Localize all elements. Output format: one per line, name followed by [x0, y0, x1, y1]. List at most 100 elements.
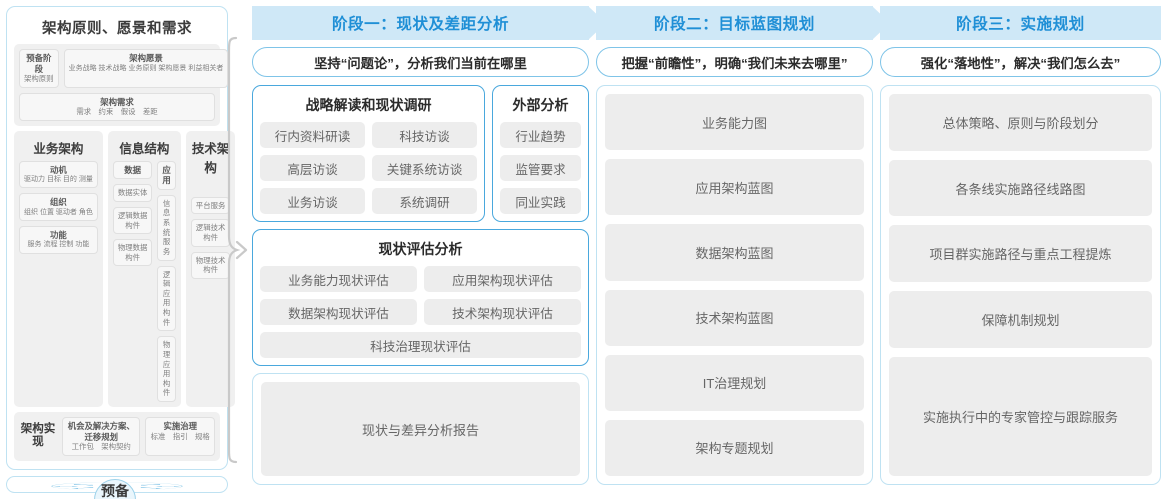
framework-group-vision: 预备阶段 架构原则 架构愿景 业务战略 技术战略 业务原则 架构愿景 利益相关者… — [14, 44, 229, 126]
brace-icon — [227, 36, 248, 464]
domain-column-technology: 技术架构 平台服务 逻辑技术构件 物理技术构件 — [185, 130, 236, 407]
chip-data-arch-blueprint[interactable]: 数据架构蓝图 — [605, 224, 864, 281]
information-subcolumn-data: 数据 数据实体 逻辑数据构件 物理数据构件 — [112, 160, 153, 402]
technology-item-logical-label: 逻辑技术构件 — [195, 223, 226, 242]
chip-gap-analysis-report[interactable]: 现状与差异分析报告 — [261, 382, 580, 476]
technology-item-platform-label: 平台服务 — [195, 200, 226, 210]
left-column: 架构原则、愿景和需求 预备阶段 架构原则 架构愿景 业务战略 技术战略 业务原则… — [6, 6, 236, 499]
business-block-motivation: 动机 驱动力 目标 目的 测量 — [19, 160, 98, 189]
chevron-right-icon — [872, 6, 890, 40]
data-heading-cell: 数据 — [112, 160, 153, 180]
cell-vision-heading: 架构愿景 — [129, 53, 163, 63]
phase-3-banner: 阶段三：实施规划 — [880, 6, 1161, 40]
chip-industry-trends[interactable]: 行业趋势 — [500, 122, 581, 148]
cell-prep-stage-heading: 预备阶段 — [26, 53, 52, 74]
technology-item-platform: 平台服务 — [190, 196, 231, 215]
business-block-function: 功能 服务 流程 控制 功能 — [19, 225, 98, 254]
implementation-opportunity-items: 工作包 架构契约 — [71, 442, 131, 451]
chip-business-capability-assessment[interactable]: 业务能力现状评估 — [260, 266, 417, 292]
cell-prep-stage: 预备阶段 架构原则 — [19, 49, 59, 88]
phase-3-subtitle-label: 强化“落地性”，解决“我们怎么去” — [920, 55, 1121, 71]
data-item-logical-label: 逻辑数据构件 — [117, 210, 148, 230]
framework-title: 架构原则、愿景和需求 — [42, 21, 192, 37]
chip-line-roadmaps[interactable]: 各条线实施路径线路图 — [889, 159, 1152, 217]
phase-3-items-panel: 总体策略、原则与阶段划分 各条线实施路径线路图 项目群实施路径与重点工程提炼 保… — [880, 85, 1161, 485]
chip-it-governance-plan[interactable]: IT治理规划 — [605, 354, 864, 411]
cycle-node-prep[interactable]: 预备阶段 — [94, 478, 136, 499]
chip-overall-strategy[interactable]: 总体策略、原则与阶段划分 — [889, 94, 1152, 151]
implementation-block-governance: 实施治理 标准 指引 规格 — [145, 417, 215, 456]
chip-peer-practices[interactable]: 同业实践 — [500, 188, 581, 214]
chip-assurance-mechanism-plan[interactable]: 保障机制规划 — [889, 291, 1152, 348]
domain-column-information: 信息结构 数据 数据实体 逻辑数据构件 — [107, 130, 181, 407]
phase-2-banner: 阶段二：目标蓝图规划 — [596, 6, 890, 40]
technology-item-physical-label: 物理技术构件 — [195, 255, 226, 275]
chip-row: 业务访谈 系统调研 — [260, 188, 477, 214]
application-item-physical-label: 物理应用构件 — [162, 340, 171, 398]
chip-program-roadmap[interactable]: 项目群实施路径与重点工程提炼 — [889, 225, 1152, 283]
adm-cycle-diagram: 需求管理 预备阶段 A 架构愿景 B 业务架构 C 信息系统架构 — [7, 477, 227, 499]
phase-1-top-cards: 战略解读和现状调研 行内资料研读 科技访谈 高层访谈 关键系统访谈 — [252, 85, 589, 222]
framework-group-implementation: 架构实现 机会及解决方案、迁移规划 工作包 架构契约 实施治理 标准 指引 规格 — [14, 412, 220, 461]
chip-application-arch-blueprint[interactable]: 应用架构蓝图 — [605, 159, 864, 216]
information-subcolumn-application: 应用 信息系统服务 逻辑应用构件 物理应用构件 — [157, 160, 176, 402]
implementation-governance-heading: 实施治理 — [163, 421, 197, 431]
data-item-logical: 逻辑数据构件 — [112, 206, 153, 235]
business-block-motivation-heading: 动机 — [50, 164, 67, 175]
application-heading-cell: 应用 — [157, 160, 176, 190]
chip-row: 数据架构现状评估 技术架构现状评估 — [260, 299, 581, 325]
card-strategy-research-title: 战略解读和现状调研 — [305, 97, 432, 113]
chip-data-arch-assessment[interactable]: 数据架构现状评估 — [260, 299, 417, 325]
phase-3-subtitle: 强化“落地性”，解决“我们怎么去” — [880, 47, 1161, 77]
business-block-organization: 组织 组织 位置 驱动者 角色 — [19, 193, 98, 221]
chip-it-governance-assessment[interactable]: 科技治理现状评估 — [260, 332, 581, 358]
chip-row: 行内资料研读 科技访谈 — [260, 122, 477, 148]
chip-technology-arch-assessment[interactable]: 技术架构现状评估 — [424, 299, 581, 325]
togaf-framework-panel: 架构原则、愿景和需求 预备阶段 架构原则 架构愿景 业务战略 技术战略 业务原则… — [6, 6, 236, 470]
data-item-entity: 数据实体 — [112, 184, 153, 202]
chip-key-system-interview[interactable]: 关键系统访谈 — [372, 155, 477, 181]
phase-1-subtitle: 坚持“问题论”，分析我们当前在哪里 — [252, 47, 589, 77]
chip-expert-oversight-service[interactable]: 实施执行中的专家管控与跟踪服务 — [889, 356, 1152, 476]
chip-technology-arch-blueprint[interactable]: 技术架构蓝图 — [605, 289, 864, 346]
chip-system-survey[interactable]: 系统调研 — [372, 188, 477, 214]
phase-1-report-panel: 现状与差异分析报告 — [252, 373, 589, 485]
chip-row: 高层访谈 关键系统访谈 — [260, 155, 477, 181]
chip-row: 行业趋势 — [500, 122, 581, 148]
implementation-opportunity-heading: 机会及解决方案、迁移规划 — [67, 421, 135, 442]
chip-internal-docs[interactable]: 行内资料研读 — [260, 122, 365, 148]
application-heading: 应用 — [162, 164, 171, 186]
data-heading: 数据 — [124, 164, 141, 175]
phase-1-body: 战略解读和现状调研 行内资料研读 科技访谈 高层访谈 关键系统访谈 — [252, 85, 589, 485]
application-item-service: 信息系统服务 — [157, 194, 176, 261]
chip-architecture-topic-plan[interactable]: 架构专题规划 — [605, 419, 864, 477]
phase-2-body: 业务能力图 应用架构蓝图 数据架构蓝图 技术架构蓝图 IT治理规划 架构专题规划 — [596, 85, 873, 485]
business-block-function-heading: 功能 — [50, 229, 67, 240]
chip-row: 业务能力现状评估 应用架构现状评估 — [260, 266, 581, 292]
framework-domain-columns: 业务架构 动机 驱动力 目标 目的 测量 组织 组织 位置 驱动者 角色 功能 — [14, 130, 236, 407]
cell-vision-items: 业务战略 技术战略 业务原则 架构愿景 利益相关者 — [68, 64, 224, 72]
implementation-label: 架构实现 — [20, 423, 56, 449]
chip-gap-analysis-report-label: 现状与差异分析报告 — [361, 422, 479, 438]
chip-row: 监管要求 — [500, 155, 581, 181]
phase-2: 阶段二：目标蓝图规划 把握“前瞻性”，明确“我们未来去哪里” 业务能力图 应用架… — [596, 6, 890, 493]
card-current-state-assessment-title: 现状评估分析 — [378, 241, 463, 257]
chip-exec-interview[interactable]: 高层访谈 — [260, 155, 365, 181]
card-current-state-assessment: 现状评估分析 业务能力现状评估 应用架构现状评估 数据架构现状评估 技术架构现状… — [252, 229, 589, 366]
chevron-right-icon — [588, 6, 606, 40]
technology-item-logical: 逻辑技术构件 — [190, 219, 231, 247]
chip-business-interview[interactable]: 业务访谈 — [260, 188, 365, 214]
chip-row: 同业实践 — [500, 188, 581, 214]
phase-2-subtitle: 把握“前瞻性”，明确“我们未来去哪里” — [596, 47, 873, 77]
phase-1-subtitle-label: 坚持“问题论”，分析我们当前在哪里 — [314, 55, 527, 71]
chip-business-capability-map[interactable]: 业务能力图 — [605, 94, 864, 151]
adm-cycle-panel: 需求管理 预备阶段 A 架构愿景 B 业务架构 C 信息系统架构 — [6, 475, 228, 499]
chip-tech-interview[interactable]: 科技访谈 — [372, 122, 477, 148]
chip-regulatory-requirements[interactable]: 监管要求 — [500, 155, 581, 181]
application-item-service-label: 信息系统服务 — [162, 198, 171, 256]
cell-architecture-requirements: 架构需求 需求 约束 假设 差距 — [19, 92, 215, 121]
chip-application-arch-assessment[interactable]: 应用架构现状评估 — [424, 266, 581, 292]
phases-container: 阶段一：现状及差距分析 坚持“问题论”，分析我们当前在哪里 战略解读和现状调研 … — [252, 6, 1161, 493]
brace-connector — [226, 36, 252, 464]
